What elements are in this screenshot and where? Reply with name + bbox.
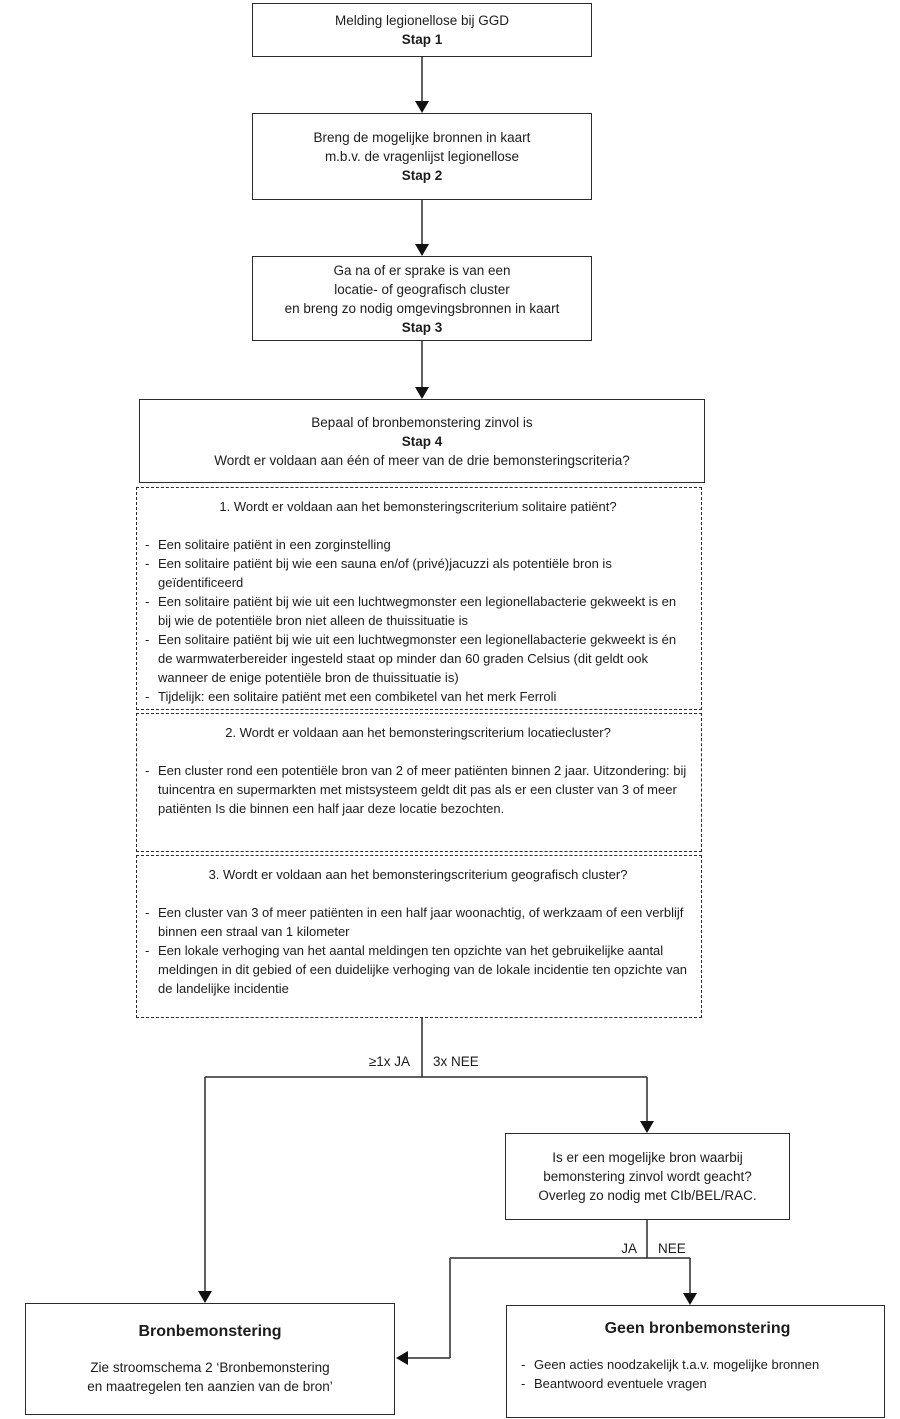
arrow-step3-to-step4 xyxy=(415,341,429,399)
criterion-2-title: 2. Wordt er voldaan aan het bemonstering… xyxy=(225,725,611,740)
criterion-box-1: 1. Wordt er voldaan aan het bemonstering… xyxy=(136,487,702,710)
list-item: - Een solitaire patiënt in een zorginste… xyxy=(145,537,391,552)
branch-split-line xyxy=(205,1018,647,1078)
arrow-decision-nee-to-geen xyxy=(683,1258,697,1305)
bullet-dash: - xyxy=(521,1376,526,1391)
criterion-1-title: 1. Wordt er voldaan aan het bemonstering… xyxy=(219,499,617,514)
arrow-step1-to-step2 xyxy=(415,57,429,113)
box-geen-bronbemonstering: Geen bronbemonstering - Geen acties nood… xyxy=(506,1305,885,1418)
bronbemonstering-line2: en maatregelen ten aanzien van de bron’ xyxy=(87,1379,333,1394)
arrow-decision-ja-to-bronbemonstering xyxy=(396,1258,451,1365)
criterion-box-3: 3. Wordt er voldaan aan het bemonstering… xyxy=(136,855,702,1018)
criterion-box-2: 2. Wordt er voldaan aan het bemonstering… xyxy=(136,713,702,852)
bullet-dash: - xyxy=(145,689,150,704)
list-item: - Geen acties noodzakelijk t.a.v. mogeli… xyxy=(521,1357,820,1372)
decision-branch-line xyxy=(450,1220,690,1259)
bullet-dash: - xyxy=(145,763,150,778)
step2-label: Stap 2 xyxy=(401,168,443,183)
decision-label-ja: JA xyxy=(621,1241,637,1256)
list-item: - Een lokale verhoging van het aantal me… xyxy=(145,943,688,996)
decision-line2: bemonstering zinvol wordt geacht? xyxy=(543,1169,752,1184)
step2-text-line1: Breng de mogelijke bronnen in kaart xyxy=(313,130,531,145)
step4-text-line1: Bepaal of bronbemonstering zinvol is xyxy=(311,414,533,430)
step3-text-line2: locatie- of geografisch cluster xyxy=(334,281,510,297)
box-step-2: Breng de mogelijke bronnen in kaart m.b.… xyxy=(252,113,592,200)
bullet-dash: - xyxy=(145,537,150,552)
branch-label-nee: 3x NEE xyxy=(433,1054,479,1069)
list-item: - Beantwoord eventuele vragen xyxy=(521,1376,707,1391)
bullet-dash: - xyxy=(145,943,150,958)
step4-label: Stap 4 xyxy=(401,433,443,449)
step3-text-line3: en breng zo nodig omgevingsbronnen in ka… xyxy=(284,300,560,316)
arrow-nee-to-decision xyxy=(640,1077,654,1133)
step3-label: Stap 3 xyxy=(401,319,443,335)
bullet-dash: - xyxy=(521,1357,526,1372)
step3-text-line1: Ga na of er sprake is van een xyxy=(333,262,511,278)
box-bronbemonstering: Bronbemonstering Zie stroomschema 2 ‘Bro… xyxy=(25,1303,395,1415)
step1-label: Stap 1 xyxy=(401,32,443,47)
bullet-dash: - xyxy=(145,632,150,647)
bullet-dash: - xyxy=(145,594,150,609)
bullet-dash: - xyxy=(145,905,150,920)
bronbemonstering-line1: Zie stroomschema 2 ‘Bronbemonstering xyxy=(90,1360,330,1375)
box-step-1: Melding legionellose bij GGD Stap 1 xyxy=(252,3,592,57)
arrow-ja-to-bronbemonstering xyxy=(198,1077,212,1303)
list-item: - Tijdelijk: een solitaire patiënt met e… xyxy=(145,689,557,704)
box-step-4-header: Bepaal of bronbemonstering zinvol is Sta… xyxy=(139,399,705,483)
bronbemonstering-title: Bronbemonstering xyxy=(138,1323,282,1340)
box-step-3: Ga na of er sprake is van een locatie- o… xyxy=(252,256,592,341)
arrow-step2-to-step3 xyxy=(415,200,429,256)
branch-label-ja: ≥1x JA xyxy=(368,1054,410,1069)
decision-line3: Overleg zo nodig met CIb/BEL/RAC. xyxy=(538,1188,757,1203)
criterion-3-title: 3. Wordt er voldaan aan het bemonstering… xyxy=(208,867,628,882)
bullet-dash: - xyxy=(145,556,150,571)
list-item: - Een solitaire patiënt bij wie een saun… xyxy=(145,556,612,590)
step4-question: Wordt er voldaan aan één of meer van de … xyxy=(214,452,630,468)
decision-line1: Is er een mogelijke bron waarbij xyxy=(552,1150,743,1165)
list-item: - Een cluster van 3 of meer patiënten in… xyxy=(145,905,684,939)
box-decision-mogelijke-bron: Is er een mogelijke bron waarbij bemonst… xyxy=(505,1133,790,1220)
step1-text: Melding legionellose bij GGD xyxy=(334,13,510,28)
list-item: - Een cluster rond een potentiële bron v… xyxy=(145,763,687,816)
geen-bronbemonstering-title: Geen bronbemonstering xyxy=(604,1320,791,1337)
decision-label-nee: NEE xyxy=(658,1241,686,1256)
list-item: - Een solitaire patiënt bij wie uit een … xyxy=(145,632,677,685)
list-item: - Een solitaire patiënt bij wie uit een … xyxy=(145,594,677,628)
step2-text-line2: m.b.v. de vragenlijst legionellose xyxy=(324,149,520,164)
